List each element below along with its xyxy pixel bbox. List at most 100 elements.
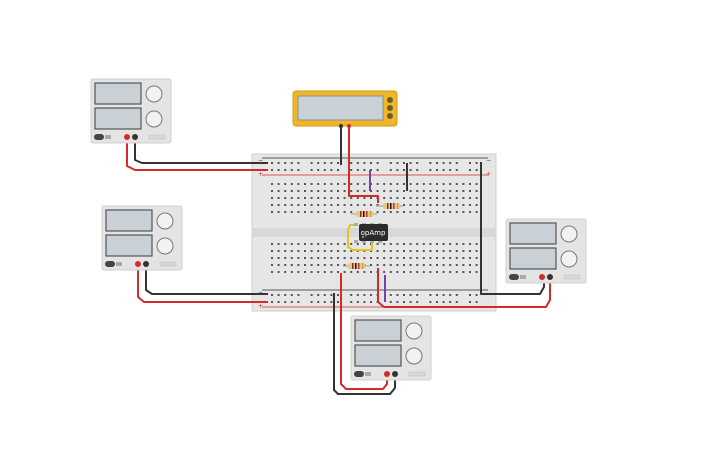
- rail-hole[interactable]: [429, 301, 432, 303]
- breadboard-hole[interactable]: [310, 211, 313, 213]
- breadboard-hole[interactable]: [436, 197, 438, 199]
- rail-hole[interactable]: [290, 169, 293, 171]
- rail-hole[interactable]: [416, 162, 419, 164]
- breadboard-hole[interactable]: [455, 250, 458, 252]
- breadboard-hole[interactable]: [284, 271, 287, 273]
- rail-hole[interactable]: [323, 169, 326, 171]
- breadboard-hole[interactable]: [409, 250, 412, 252]
- positive-terminal[interactable]: [384, 371, 390, 377]
- breadboard-hole[interactable]: [422, 204, 425, 206]
- rail-hole[interactable]: [429, 169, 432, 171]
- breadboard-hole[interactable]: [409, 190, 412, 192]
- breadboard-hole[interactable]: [343, 183, 346, 185]
- breadboard-hole[interactable]: [343, 257, 346, 259]
- breadboard-hole[interactable]: [304, 204, 306, 206]
- breadboard-hole[interactable]: [383, 257, 386, 259]
- breadboard-hole[interactable]: [304, 271, 306, 273]
- wire-yellow[interactable]: [347, 224, 373, 251]
- rail-hole[interactable]: [442, 162, 445, 164]
- power-supply-ps-right[interactable]: [505, 218, 587, 284]
- positive-terminal[interactable]: [135, 261, 141, 267]
- breadboard-hole[interactable]: [376, 243, 379, 245]
- breadboard-hole[interactable]: [462, 204, 465, 206]
- breadboard-hole[interactable]: [389, 243, 392, 245]
- breadboard-hole[interactable]: [475, 243, 478, 245]
- breadboard-hole[interactable]: [271, 197, 273, 199]
- breadboard-hole[interactable]: [422, 190, 425, 192]
- breadboard-hole[interactable]: [356, 243, 359, 245]
- breadboard-hole[interactable]: [442, 257, 445, 259]
- breadboard-hole[interactable]: [396, 197, 399, 199]
- rail-hole[interactable]: [370, 162, 372, 164]
- rail-hole[interactable]: [455, 169, 458, 171]
- breadboard-hole[interactable]: [455, 183, 458, 185]
- breadboard-hole[interactable]: [416, 243, 419, 245]
- rail-hole[interactable]: [403, 301, 405, 303]
- rail-hole[interactable]: [317, 294, 320, 296]
- rail-hole[interactable]: [277, 294, 280, 296]
- breadboard-hole[interactable]: [436, 257, 438, 259]
- breadboard-hole[interactable]: [297, 197, 300, 199]
- rail-hole[interactable]: [409, 169, 412, 171]
- breadboard-hole[interactable]: [475, 211, 478, 213]
- breadboard-hole[interactable]: [389, 257, 392, 259]
- breadboard-hole[interactable]: [383, 211, 386, 213]
- breadboard-hole[interactable]: [330, 264, 333, 266]
- rail-hole[interactable]: [356, 294, 359, 296]
- rail-hole[interactable]: [317, 169, 320, 171]
- rail-hole[interactable]: [330, 301, 333, 303]
- breadboard-hole[interactable]: [323, 197, 326, 199]
- power-switch-icon[interactable]: [94, 134, 104, 140]
- wire-red-bottom[interactable]: [340, 273, 388, 390]
- rail-hole[interactable]: [475, 301, 478, 303]
- wire-red-multimeter[interactable]: [348, 126, 379, 203]
- voltage-knob-icon[interactable]: [405, 322, 423, 340]
- breadboard-hole[interactable]: [337, 250, 339, 252]
- rail-hole[interactable]: [284, 294, 287, 296]
- rail-hole[interactable]: [350, 294, 353, 296]
- rail-hole[interactable]: [271, 162, 273, 164]
- breadboard-hole[interactable]: [376, 204, 379, 206]
- breadboard-hole[interactable]: [297, 243, 300, 245]
- breadboard-hole[interactable]: [376, 264, 379, 266]
- breadboard-hole[interactable]: [462, 264, 465, 266]
- breadboard-hole[interactable]: [277, 183, 280, 185]
- wire-red-mid-left[interactable]: [137, 265, 268, 303]
- rail-hole[interactable]: [284, 301, 287, 303]
- breadboard-hole[interactable]: [290, 183, 293, 185]
- breadboard-hole[interactable]: [449, 264, 452, 266]
- breadboard-hole[interactable]: [396, 271, 399, 273]
- breadboard-hole[interactable]: [449, 183, 452, 185]
- breadboard-hole[interactable]: [310, 250, 313, 252]
- rail-hole[interactable]: [350, 301, 353, 303]
- rail-hole[interactable]: [403, 294, 405, 296]
- breadboard-hole[interactable]: [389, 197, 392, 199]
- breadboard-hole[interactable]: [416, 204, 419, 206]
- breadboard-hole[interactable]: [422, 243, 425, 245]
- wire-black-right[interactable]: [480, 162, 545, 295]
- breadboard-hole[interactable]: [284, 243, 287, 245]
- range-button-icon[interactable]: [387, 105, 393, 111]
- breadboard-hole[interactable]: [455, 204, 458, 206]
- voltage-knob-icon[interactable]: [145, 85, 163, 103]
- breadboard-hole[interactable]: [350, 204, 353, 206]
- breadboard-hole[interactable]: [455, 190, 458, 192]
- breadboard-hole[interactable]: [442, 243, 445, 245]
- breadboard-hole[interactable]: [389, 183, 392, 185]
- breadboard-hole[interactable]: [442, 197, 445, 199]
- breadboard-hole[interactable]: [330, 197, 333, 199]
- rail-hole[interactable]: [284, 162, 287, 164]
- power-switch-icon[interactable]: [509, 274, 519, 280]
- breadboard-hole[interactable]: [317, 190, 320, 192]
- breadboard-hole[interactable]: [462, 197, 465, 199]
- breadboard-hole[interactable]: [304, 264, 306, 266]
- breadboard-hole[interactable]: [462, 243, 465, 245]
- breadboard-hole[interactable]: [429, 183, 432, 185]
- rail-hole[interactable]: [449, 169, 452, 171]
- rail-hole[interactable]: [442, 169, 445, 171]
- rail-hole[interactable]: [396, 162, 399, 164]
- rail-hole[interactable]: [436, 162, 438, 164]
- breadboard-hole[interactable]: [449, 243, 452, 245]
- breadboard-hole[interactable]: [396, 264, 399, 266]
- breadboard-hole[interactable]: [317, 183, 320, 185]
